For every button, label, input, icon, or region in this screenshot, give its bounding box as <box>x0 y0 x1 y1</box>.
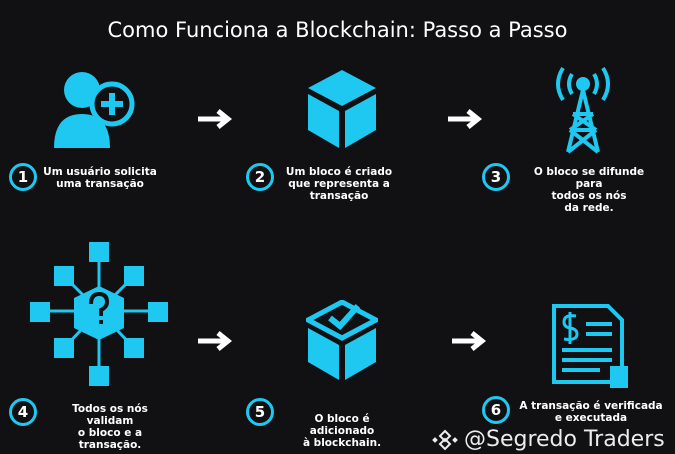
binance-logo-icon <box>432 429 458 451</box>
step-number: 5 <box>246 398 274 426</box>
antenna-tower-icon <box>556 66 610 154</box>
step-number: 6 <box>482 396 510 424</box>
step-caption: Um bloco é criado que representa a trans… <box>285 166 393 202</box>
arrow-right-icon <box>452 331 487 351</box>
step-number: 4 <box>9 398 37 426</box>
step-number: 2 <box>246 163 274 191</box>
step-caption: A transação é verificada e executada <box>519 400 663 424</box>
step-caption: Todos os nós validam o bloco e a transaç… <box>72 403 148 451</box>
step-number: 3 <box>482 163 510 191</box>
document-invoice-icon <box>552 304 628 388</box>
step-caption: Um usuário solicita uma transação <box>43 166 157 190</box>
step-caption: O bloco se difunde para todos os nós da … <box>533 166 645 214</box>
watermark: @Segredo Traders <box>432 428 665 452</box>
network-nodes-icon <box>30 242 168 386</box>
arrow-right-icon <box>198 109 233 129</box>
watermark-text: @Segredo Traders <box>464 427 665 452</box>
arrow-right-icon <box>198 331 233 351</box>
cube-check-icon <box>306 300 378 380</box>
user-add-icon <box>54 72 135 148</box>
step-number: 1 <box>9 163 37 191</box>
step-caption: O bloco é adicionado à blockchain. <box>302 413 382 449</box>
arrow-right-icon <box>448 109 483 129</box>
page-title: Como Funciona a Blockchain: Passo a Pass… <box>107 18 568 42</box>
cube-icon <box>308 70 376 148</box>
